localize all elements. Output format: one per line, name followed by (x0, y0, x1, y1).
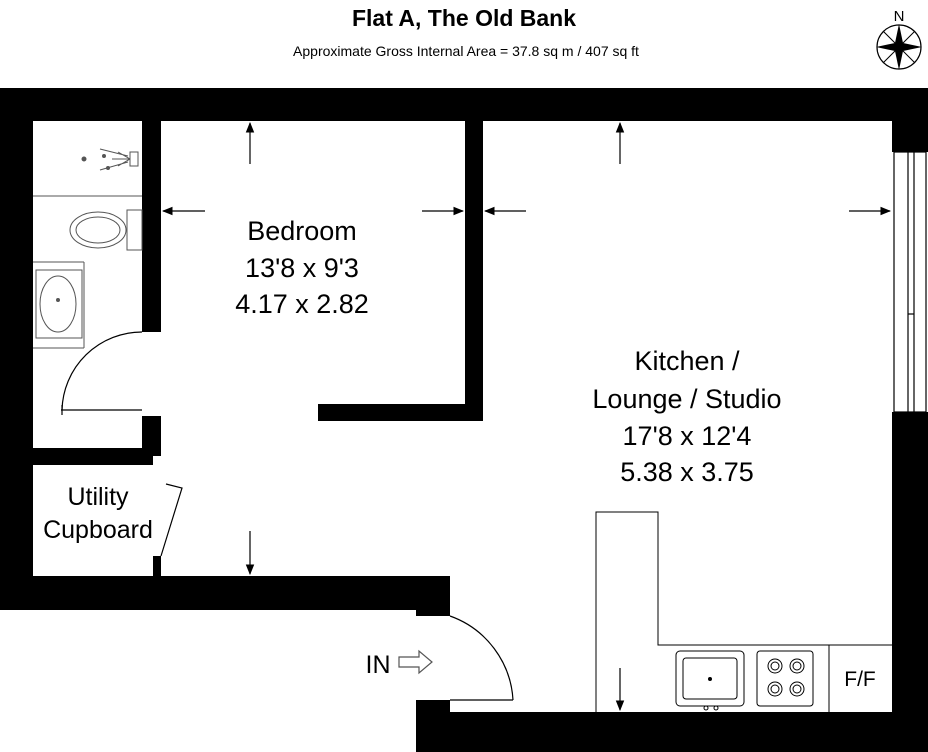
wall-right-lower (892, 412, 928, 752)
basin-icon (35, 269, 83, 339)
wall-bottom-right (416, 712, 928, 752)
wall-bedroom-stub (318, 404, 483, 421)
entrance-arrow-icon (398, 649, 433, 675)
wall-bedroom-kitchen (465, 121, 483, 417)
wall-right-upper (892, 88, 928, 152)
utility-name-line1: Utility (67, 483, 129, 511)
wall-bathroom-partition-upper (142, 121, 161, 332)
kitchen-name-line2: Lounge / Studio (592, 384, 781, 414)
hob-icon (756, 650, 814, 707)
wall-left-upper (0, 88, 33, 465)
sink-icon (675, 650, 745, 711)
compass-rose-icon: N (876, 8, 922, 70)
wall-left-lower (0, 465, 33, 595)
wall-utility-jamb (153, 556, 161, 576)
bedroom-imperial-dimensions: 13'8 x 9'3 (245, 253, 359, 283)
kitchen-name-line1: Kitchen / (634, 346, 740, 376)
wall-entrance-jamb (416, 576, 450, 616)
walls (0, 88, 928, 752)
wall-top (0, 88, 928, 121)
entrance-label: IN (366, 651, 391, 679)
kitchen-imperial-dimensions: 17'8 x 12'4 (623, 421, 752, 451)
wall-bathroom-partition-lower (142, 416, 161, 456)
kitchen-metric-dimensions: 5.38 x 3.75 (620, 457, 754, 487)
door-swing-icon (61, 331, 514, 701)
wall-utility-top (33, 448, 153, 465)
wall-bottom-left (0, 576, 450, 610)
plan-area-subtitle: Approximate Gross Internal Area = 37.8 s… (293, 43, 639, 59)
window-right (893, 151, 927, 413)
fridge-freezer-label: F/F (844, 668, 876, 691)
bedroom-metric-dimensions: 4.17 x 2.82 (235, 289, 369, 319)
kitchen-units (595, 511, 892, 712)
utility-name-line2: Cupboard (43, 516, 153, 544)
dimension-arrow-icon (161, 121, 892, 712)
compass-north-label: N (894, 8, 905, 25)
plan-title: Flat A, The Old Bank (352, 5, 576, 31)
bedroom-name: Bedroom (247, 216, 357, 246)
bathroom-fixtures (33, 148, 143, 349)
toilet-icon (69, 209, 143, 251)
shower-icon (81, 148, 139, 171)
